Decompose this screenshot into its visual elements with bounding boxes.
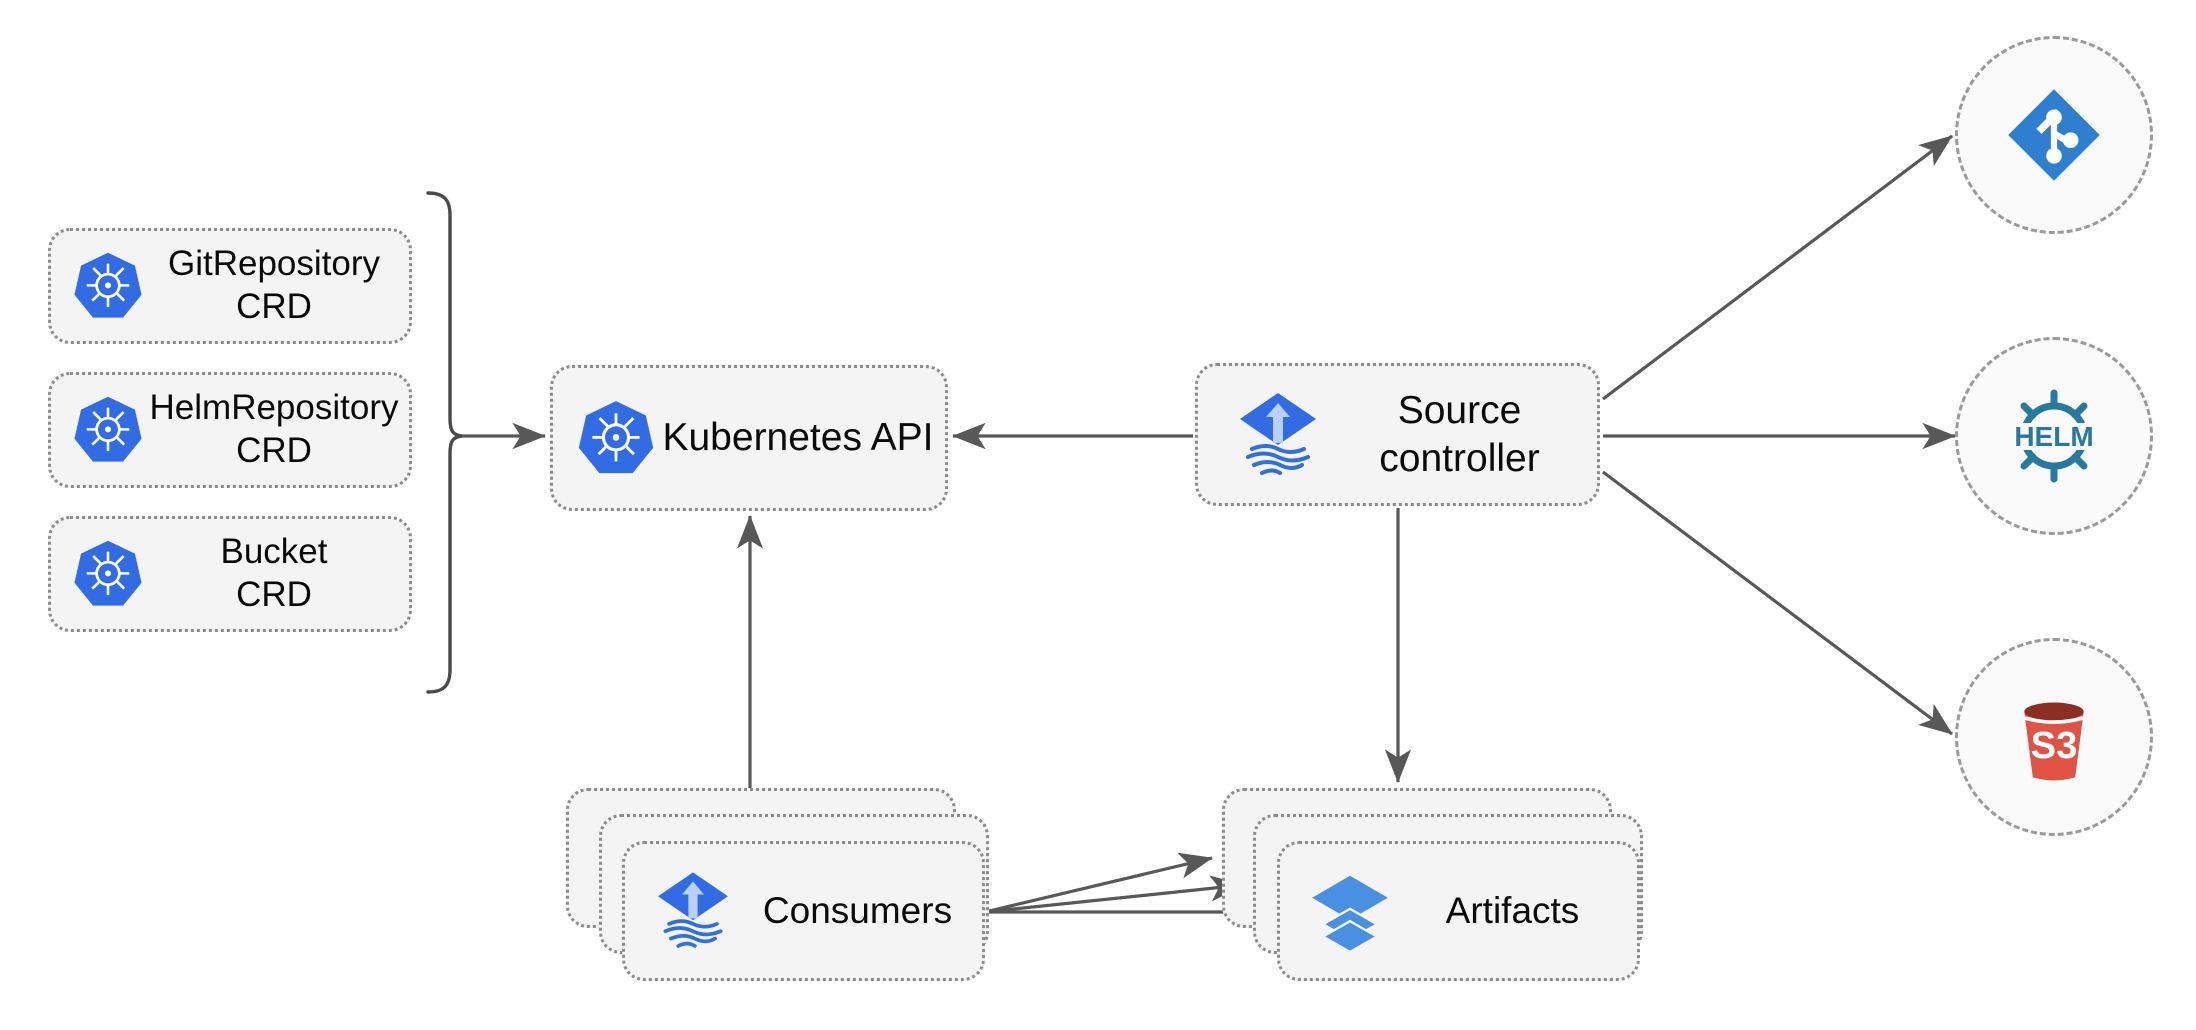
crd-box-bucket[interactable]: Bucket CRD xyxy=(48,516,412,632)
flux-icon xyxy=(647,865,739,957)
artifacts-card-front[interactable]: Artifacts xyxy=(1277,841,1640,981)
edge-source-controller-to-s3 xyxy=(1602,470,1953,736)
edge-source-controller-to-git xyxy=(1602,134,1953,401)
kubernetes-icon xyxy=(71,537,145,611)
helm-icon: HELM xyxy=(1999,381,2109,491)
crd-box-gitrepository[interactable]: GitRepository CRD xyxy=(48,228,412,344)
layers-icon xyxy=(1306,867,1394,955)
provider-circle-git[interactable] xyxy=(1955,36,2153,234)
edge-consumers-to-artifacts-mid xyxy=(984,875,1244,914)
source-controller-node[interactable]: Source controller xyxy=(1195,363,1600,506)
crd-label: GitRepository CRD xyxy=(167,244,381,326)
helm-wordmark: HELM xyxy=(2014,421,2093,452)
kubernetes-icon xyxy=(71,393,145,467)
provider-circle-s3[interactable]: S3 xyxy=(1955,638,2153,836)
kubernetes-icon xyxy=(71,249,145,323)
crd-label: Bucket CRD xyxy=(220,532,328,614)
crd-group-bracket xyxy=(426,191,463,694)
source-controller-label: Source controller xyxy=(1379,388,1540,480)
s3-bucket-icon: S3 xyxy=(2001,684,2107,790)
artifacts-label: Artifacts xyxy=(1445,890,1580,932)
kubernetes-api-label: Kubernetes API xyxy=(662,416,934,460)
kubernetes-api-node[interactable]: Kubernetes API xyxy=(550,365,948,511)
crd-box-helmrepository[interactable]: HelmRepository CRD xyxy=(48,372,412,488)
kubernetes-icon xyxy=(575,397,657,479)
crd-label: HelmRepository CRD xyxy=(149,388,399,470)
consumers-card-front[interactable]: Consumers xyxy=(622,841,985,981)
s3-wordmark: S3 xyxy=(2031,724,2078,767)
git-icon xyxy=(2002,83,2106,187)
flux-icon xyxy=(1228,385,1328,485)
consumers-label: Consumers xyxy=(762,890,953,932)
provider-circle-helm[interactable]: HELM xyxy=(1955,337,2153,535)
edge-consumers-to-artifacts-back xyxy=(984,852,1213,914)
